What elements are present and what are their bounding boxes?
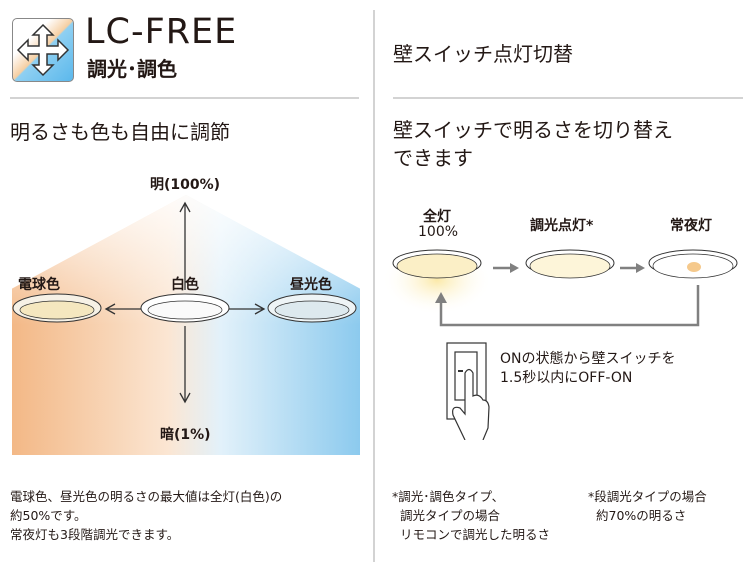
note-line: 約50%です。 (10, 508, 87, 523)
note-line: *調光･調色タイプ、 (392, 489, 505, 504)
right-title: 壁スイッチ点灯切替 (393, 42, 573, 66)
divider (10, 97, 359, 99)
lamp-night (648, 249, 738, 279)
lamp-white (140, 293, 230, 323)
bright-label: 明(100%) (150, 177, 221, 193)
footnote-step-dimming: *段調光タイプの場合 約70%の明るさ (588, 487, 707, 525)
lamp-label-warm: 電球色 (18, 277, 60, 293)
direction-arrows (12, 201, 357, 404)
right-heading: 壁スイッチで明るさを切り替え できます (393, 116, 673, 172)
divider (393, 97, 743, 99)
step-label-night: 常夜灯 (670, 218, 712, 234)
lamp-full (392, 249, 482, 279)
note-line: 常夜灯も3段階調光できます。 (10, 527, 180, 542)
note-line: リモコンで調光した明るさ (400, 527, 551, 542)
note-line: 調光タイプの場合 (400, 508, 501, 523)
lc-free-icon (12, 18, 74, 82)
note-line: 電球色、昼光色の明るさの最大値は全灯(白色)の (10, 489, 283, 504)
heading-line: 壁スイッチで明るさを切り替え (393, 118, 673, 142)
instruction-line: 1.5秒以内にOFF-ON (500, 370, 633, 386)
column-divider (373, 10, 375, 562)
dim-label: 暗(1%) (160, 427, 211, 443)
lamp-daylight (267, 293, 357, 323)
lamp-label-daylight: 昼光色 (290, 277, 332, 293)
left-heading: 明るさも色も自由に調節 (10, 120, 230, 144)
note-line: *段調光タイプの場合 (588, 489, 707, 504)
step-label-full: 全灯 (423, 209, 451, 225)
wall-switch-hand-icon (446, 342, 490, 440)
switch-instruction: ONの状態から壁スイッチを 1.5秒以内にOFF-ON (500, 350, 676, 388)
switch-cycle-diagram (382, 245, 738, 440)
lamp-warm (12, 293, 102, 323)
instruction-line: ONの状態から壁スイッチを (500, 351, 676, 367)
heading-line: できます (393, 146, 473, 170)
lamp-label-white: 白色 (171, 277, 199, 293)
brand-title: LC-FREE (85, 12, 238, 52)
step-label-dimmed: 調光点灯* (530, 218, 594, 234)
footnote-dimmable: *調光･調色タイプ、 調光タイプの場合 リモコンで調光した明るさ (392, 487, 550, 544)
brand-subtitle: 調光･調色 (87, 57, 177, 81)
lamp-dimmed (525, 249, 615, 279)
note-line: 約70%の明るさ (596, 508, 687, 523)
left-note: 電球色、昼光色の明るさの最大値は全灯(白色)の 約50%です。 常夜灯も3段階調… (10, 487, 282, 544)
step-sub-full: 100% (418, 224, 459, 240)
